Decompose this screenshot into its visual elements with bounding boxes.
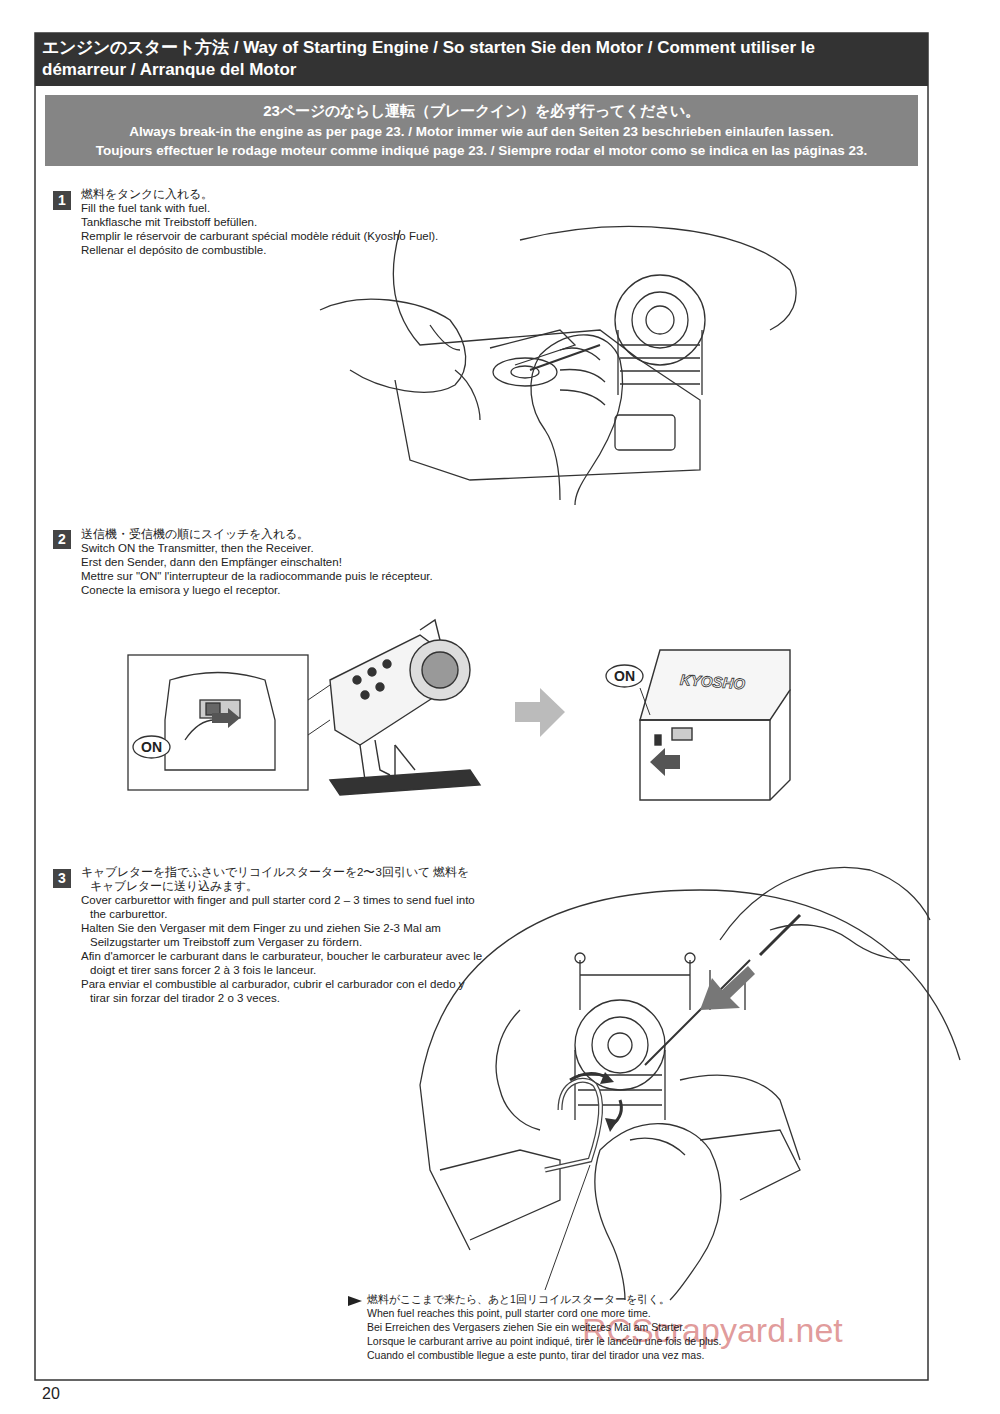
instruction-text: Mettre sur "ON" l'interrupteur de la rad… [81, 569, 561, 583]
instruction-text: Afin d'amorcer le carburant dans le carb… [81, 949, 490, 977]
fuel-flow-head [605, 1118, 618, 1132]
instruction-text: 燃料をタンクに入れる。 [81, 187, 561, 201]
title-band [35, 33, 928, 86]
sequence-arrow [515, 688, 565, 737]
note-text: Cuando el combustible llegue a este punt… [367, 1348, 837, 1362]
on-text: ON [141, 739, 162, 755]
notice-text: Toujours effectuer le rodage moteur comm… [53, 141, 910, 160]
page-frame [35, 33, 928, 1380]
page-title: エンジンのスタート方法 / Way of Starting Engine / S… [42, 37, 832, 81]
on-text: ON [614, 668, 635, 684]
inset-frame [128, 655, 308, 790]
step-number: 1 [53, 191, 71, 210]
step-number: 3 [53, 869, 71, 888]
callout-ellipse-shape [606, 665, 643, 687]
footnote-leader [545, 1165, 590, 1290]
note-text: Bei Erreichen des Vergasers ziehen Sie e… [367, 1320, 837, 1334]
instruction-text: Tankflasche mit Treibstoff befüllen. [81, 215, 561, 229]
instruction-text: 送信機・受信機の順にスイッチを入れる。 [81, 527, 561, 541]
instruction-text: Conecte la emisora y luego el receptor. [81, 583, 561, 597]
callout-ellipse-shape [133, 736, 170, 758]
fuel-fill-illustration [320, 227, 796, 505]
on-callout: ON [132, 735, 171, 759]
recoil-start-illustration [420, 868, 960, 1300]
instruction-text: キャブレターを指でふさいでリコイルスターターを2〜3回引いて 燃料をキャブレター… [81, 865, 475, 893]
inset-leader [308, 685, 330, 735]
switch-arrow [212, 708, 240, 728]
note-text: Lorsque le carburant arrive au point ind… [367, 1334, 837, 1348]
pull-arrow [700, 966, 755, 1010]
instruction-text: Erst den Sender, dann den Empfänger eins… [81, 555, 561, 569]
note-text: When fuel reaches this point, pull start… [367, 1306, 837, 1320]
step-number: 2 [53, 530, 71, 549]
instruction-text: Para enviar el combustible al carburador… [81, 977, 475, 1005]
receiver-switch-arrow [650, 748, 680, 776]
instruction-text: Rellenar el depósito de combustible. [81, 243, 561, 257]
instruction-text: Halten Sie den Vergaser mit dem Finger z… [81, 921, 475, 949]
instruction-text: Fill the fuel tank with fuel. [81, 201, 561, 215]
note-marker [348, 1296, 362, 1306]
notice-band: 23ページのならし運転（ブレークイン）を必ず行ってください。Always bre… [45, 95, 918, 166]
instruction-text: Switch ON the Transmitter, then the Rece… [81, 541, 561, 555]
page-number: 20 [42, 1385, 82, 1403]
step-number-text: 3 [58, 870, 66, 886]
step-number-text: 1 [58, 192, 66, 208]
notice-heading: 23ページのならし運転（ブレークイン）を必ず行ってください。 [53, 100, 910, 122]
receiver-box-illustration [640, 650, 790, 800]
fuel-flow-head [600, 1072, 614, 1084]
transmitter-illustration [330, 620, 480, 795]
transmitter-switch-detail [165, 673, 275, 771]
note-text: 燃料がここまで来たら、あと1回リコイルスターターを引く。 [367, 1292, 837, 1306]
instruction-text: Remplir le réservoir de carburant spécia… [81, 229, 561, 243]
instruction-text: Cover carburettor with finger and pull s… [81, 893, 475, 921]
notice-text: Always break-in the engine as per page 2… [53, 122, 910, 141]
on-callout: ON [605, 664, 644, 688]
on-leader [640, 688, 650, 715]
step-number-text: 2 [58, 531, 66, 547]
